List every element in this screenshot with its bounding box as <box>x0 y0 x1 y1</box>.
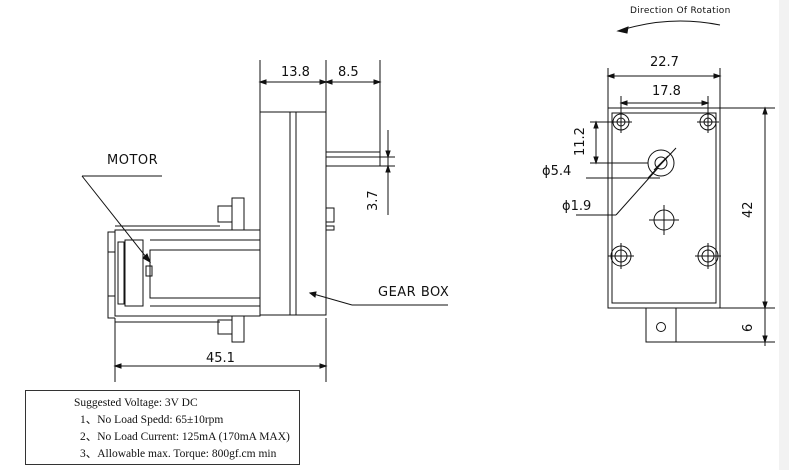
window-edge <box>779 0 789 470</box>
label-gearbox: GEAR BOX <box>378 285 449 300</box>
dim-22-7: 22.7 <box>650 55 679 70</box>
dim-11-2: 11.2 <box>573 127 588 156</box>
dim-phi-1-9: ϕ1.9 <box>562 199 591 214</box>
label-motor: MOTOR <box>107 153 158 168</box>
spec-item-no-load-current: 2、No Load Current: 125mA (170mA MAX) <box>80 431 290 443</box>
output-shaft <box>325 151 381 167</box>
motor-body <box>114 229 261 317</box>
spec-item-max-torque: 3、Allowable max. Torque: 800gf.cm min <box>80 448 277 460</box>
spec-title: Suggested Voltage: 3V DC <box>74 397 198 409</box>
side-view <box>81 60 448 382</box>
flange-bottom <box>231 315 245 343</box>
front-view <box>576 20 775 346</box>
bottom-tab <box>645 307 677 343</box>
gearbox-body <box>259 111 327 316</box>
label-direction-of-rotation: Direction Of Rotation <box>630 6 731 16</box>
dim-45-1: 45.1 <box>206 351 235 366</box>
dim-8-5: 8.5 <box>338 65 359 80</box>
dim-3-7: 3.7 <box>366 190 381 211</box>
dim-phi-5-4: ϕ5.4 <box>542 164 571 179</box>
rotation-arrow <box>621 20 721 31</box>
dim-6: 6 <box>741 324 756 332</box>
specifications-box: Suggested Voltage: 3V DC 1、No Load Spedd… <box>25 390 300 465</box>
dim-13-8: 13.8 <box>281 65 310 80</box>
flange-top <box>231 197 245 231</box>
spec-item-no-load-speed: 1、No Load Spedd: 65±10rpm <box>80 414 224 426</box>
dim-42: 42 <box>741 201 756 218</box>
dim-17-8: 17.8 <box>652 84 681 99</box>
